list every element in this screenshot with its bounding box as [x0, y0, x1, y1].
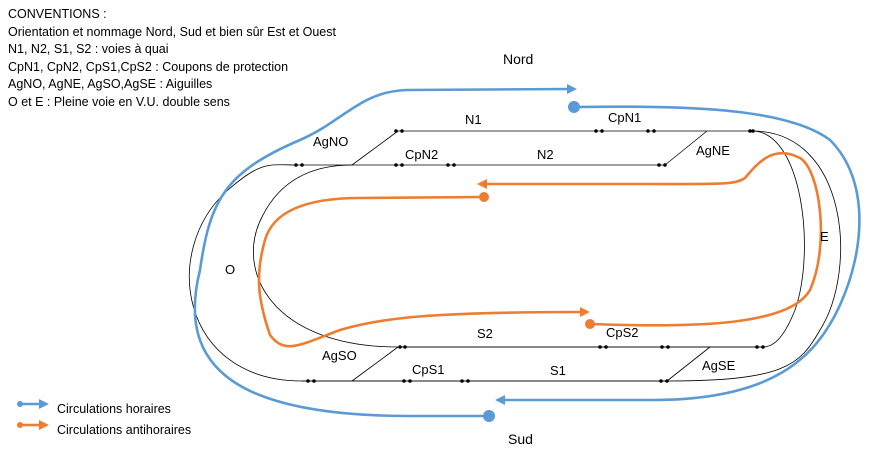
conventions-line-orientation: Orientation et nommage Nord, Sud et bien…: [8, 24, 336, 39]
marker-n2-east: [657, 163, 667, 167]
label-agso: AgSO: [322, 348, 357, 363]
track-inner-loop: [253, 130, 805, 348]
counterclockwise-south-segment: [257, 195, 590, 348]
marker-s2-west: [398, 345, 407, 349]
clockwise-circulation-path: [407, 90, 847, 416]
clockwise-south-segment: [193, 84, 577, 418]
counterclockwise-north-segment: [477, 151, 823, 327]
clockwise-start-south: [483, 410, 495, 422]
label-sud: Sud: [508, 431, 533, 447]
track-lines: [188, 130, 841, 382]
marker-cpn2-east: [446, 163, 456, 167]
legend: Circulations horaires Circulations antih…: [17, 399, 191, 437]
marker-n1-east: [748, 129, 755, 133]
label-cps2: CpS2: [606, 325, 639, 340]
marker-s1-west: [306, 379, 316, 383]
label-n1: N1: [465, 112, 482, 127]
conventions-line-open-track: O et E : Pleine voie en V.U. double sens: [8, 94, 230, 109]
switch-agne: [664, 130, 708, 166]
switch-agso: [351, 346, 399, 382]
marker-n1-west: [394, 129, 404, 133]
clockwise-north-segment: [495, 105, 861, 405]
marker-cps1-west: [402, 379, 412, 383]
switch-agse: [666, 346, 711, 382]
label-agne: AgNE: [696, 143, 730, 158]
legend-clockwise-label: Circulations horaires: [57, 402, 171, 416]
conventions-title: CONVENTIONS :: [8, 7, 107, 21]
marker-cps2-west: [598, 345, 608, 349]
label-nord: Nord: [503, 51, 533, 67]
counterclockwise-start-south: [585, 319, 595, 329]
legend-counterclockwise-label: Circulations antihoraires: [57, 423, 191, 437]
label-cpn2: CpN2: [405, 147, 438, 162]
counterclockwise-route: [257, 151, 823, 348]
conventions-line-platforms: N1, N2, S1, S2 : voies à quai: [8, 42, 169, 57]
label-s1: S1: [550, 363, 566, 378]
conventions-block: CONVENTIONS : Orientation et nommage Nor…: [8, 6, 336, 112]
track-outer-loop: [188, 130, 841, 382]
marker-cpn1-west: [594, 129, 604, 133]
label-agno: AgNO: [313, 134, 348, 149]
label-cps1: CpS1: [412, 362, 445, 377]
label-n2: N2: [537, 147, 554, 162]
marker-cps1-east: [460, 379, 470, 383]
marker-s2-east: [755, 345, 765, 349]
label-cpn1: CpN1: [608, 110, 641, 125]
clockwise-start-north: [568, 101, 580, 113]
label-o: O: [225, 262, 235, 277]
conventions-line-coupons: CpN1, CpN2, CpS1,CpS2 : Coupons de prote…: [8, 59, 289, 74]
marker-cps2-east: [660, 345, 670, 349]
switch-agno: [351, 130, 399, 166]
marker-cpn1-east: [646, 129, 656, 133]
label-s2: S2: [477, 326, 493, 341]
track-markers: [294, 129, 765, 383]
clockwise-route: [193, 84, 861, 418]
marker-n2-west: [294, 163, 304, 167]
label-agse: AgSE: [702, 358, 736, 373]
marker-cpn2-west: [394, 163, 404, 167]
conventions-line-switches: AgNO, AgNE, AgSO,AgSE : Aiguilles: [8, 77, 213, 92]
counterclockwise-start-north: [479, 192, 489, 202]
marker-s1-east: [659, 379, 669, 383]
label-e: E: [820, 229, 829, 244]
